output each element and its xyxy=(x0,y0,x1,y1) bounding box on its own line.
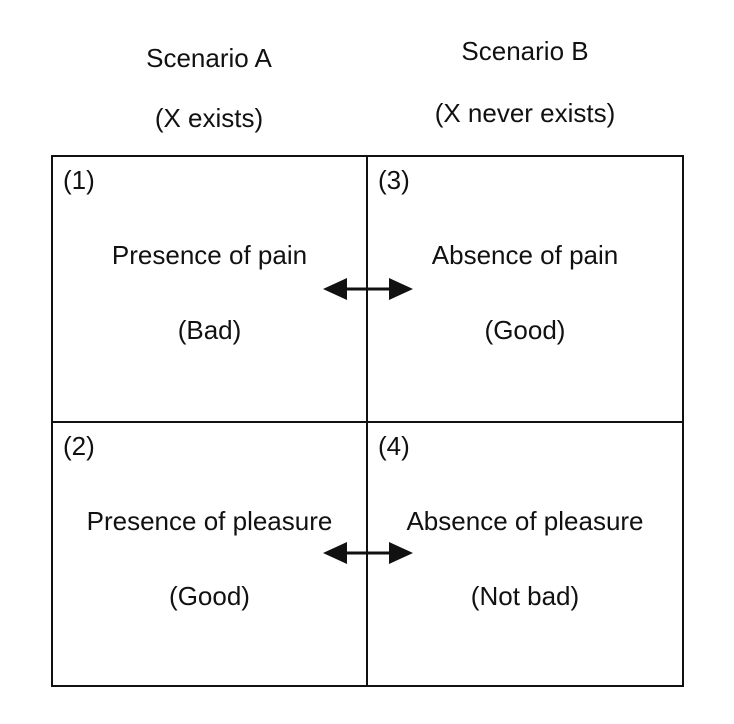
cell-1-presence-of-pain: (1) Presence of pain (Bad) xyxy=(53,157,368,423)
scenario-a-subtitle: (X exists) xyxy=(154,103,264,133)
cell-2-presence-of-pleasure: (2) Presence of pleasure (Good) xyxy=(53,423,368,685)
cell-main-text: Absence of pain xyxy=(431,240,619,270)
scenario-b-title: Scenario B xyxy=(461,36,589,66)
double-arrow-icon xyxy=(323,278,413,300)
cell-main-text: Presence of pain xyxy=(111,240,308,270)
cell-value-text: (Not bad) xyxy=(470,581,580,611)
scenario-b-subtitle: (X never exists) xyxy=(434,98,616,128)
cell-main-text: Absence of pleasure xyxy=(406,506,644,536)
double-arrow-icon xyxy=(323,542,413,564)
cell-number: (1) xyxy=(63,165,95,195)
cell-4-absence-of-pleasure: (4) Absence of pleasure (Not bad) xyxy=(368,423,682,685)
cell-value-text: (Good) xyxy=(169,581,250,611)
cell-3-absence-of-pain: (3) Absence of pain (Good) xyxy=(368,157,682,423)
cell-value-text: (Good) xyxy=(484,315,566,345)
cell-main-text: Presence of pleasure xyxy=(86,506,333,536)
cell-value-text: (Bad) xyxy=(177,315,242,345)
quadrant-table: (1) Presence of pain (Bad) (3) Absence o… xyxy=(51,155,684,687)
cell-number: (4) xyxy=(378,431,410,461)
cell-number: (3) xyxy=(378,165,410,195)
cell-number: (2) xyxy=(63,431,95,461)
scenario-a-title: Scenario A xyxy=(146,43,272,73)
